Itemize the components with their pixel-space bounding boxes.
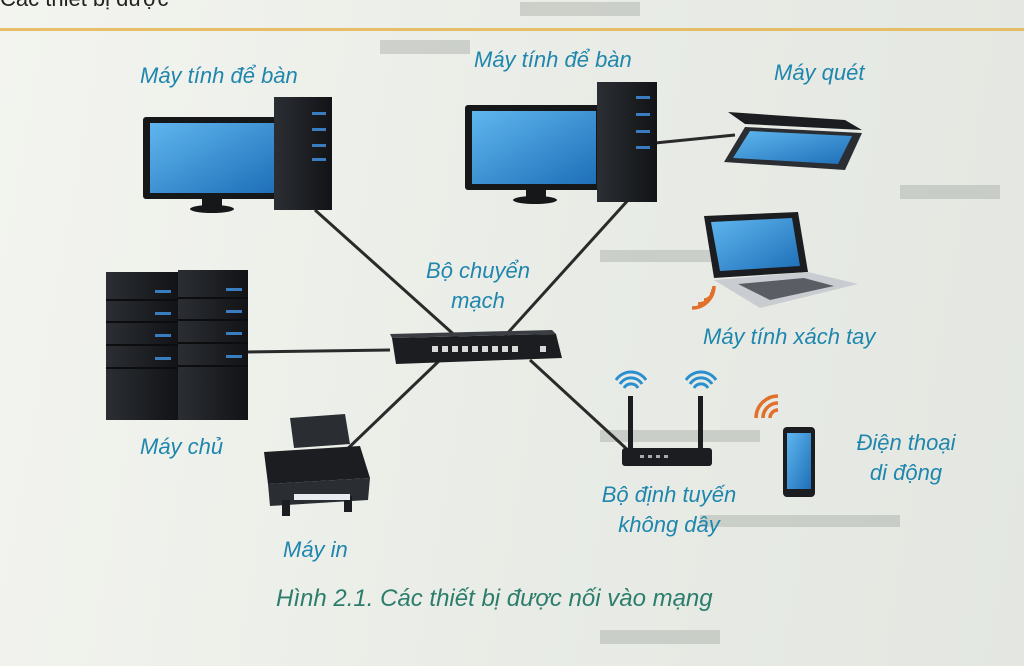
phone-wifi-signal-icon <box>754 394 779 419</box>
label-switch: Bộ chuyển mạch <box>404 256 552 316</box>
printer-icon <box>264 414 370 516</box>
cable-router <box>528 358 632 454</box>
scanner-icon <box>724 112 862 170</box>
label-router-line2: không dây <box>618 512 720 537</box>
label-phone-line2: di động <box>869 460 943 485</box>
cable-desktop-center <box>503 196 632 338</box>
label-router: Bộ định tuyến không dây <box>586 480 752 540</box>
label-phone-line1: Điện thoại <box>856 430 956 455</box>
label-router-line1: Bộ định tuyến <box>601 482 737 507</box>
label-desktop-center: Máy tính để bàn <box>474 47 632 72</box>
header-rule <box>0 28 1024 31</box>
page-header-fragment: Các thiết bị được <box>0 0 169 12</box>
cable-server <box>244 348 391 354</box>
label-desktop-left: Máy tính để bàn <box>140 63 298 88</box>
wireless-router-icon <box>622 396 712 466</box>
cable-printer <box>338 358 442 458</box>
laptop-wifi-signal-icon <box>691 285 716 310</box>
network-cables <box>244 133 736 458</box>
desktop-computer-center-icon <box>465 82 657 204</box>
mobile-phone-icon <box>783 427 815 497</box>
cable-desktop-left <box>313 208 462 342</box>
label-printer: Máy in <box>283 537 348 562</box>
label-laptop: Máy tính xách tay <box>703 324 876 349</box>
cable-scanner <box>654 133 736 145</box>
label-switch-line1: Bộ chuyển <box>426 258 530 283</box>
laptop-icon <box>704 212 858 308</box>
network-switch-icon <box>390 330 562 364</box>
server-icon <box>106 270 248 420</box>
label-phone: Điện thoại di động <box>838 428 974 488</box>
desktop-computer-left-icon <box>143 97 332 213</box>
figure-caption: Hình 2.1. Các thiết bị được nối vào mạng <box>276 585 713 612</box>
label-switch-line2: mạch <box>451 288 505 313</box>
router-wifi-signal-icon <box>614 370 718 389</box>
label-scanner: Máy quét <box>774 60 865 85</box>
label-server: Máy chủ <box>140 434 224 459</box>
